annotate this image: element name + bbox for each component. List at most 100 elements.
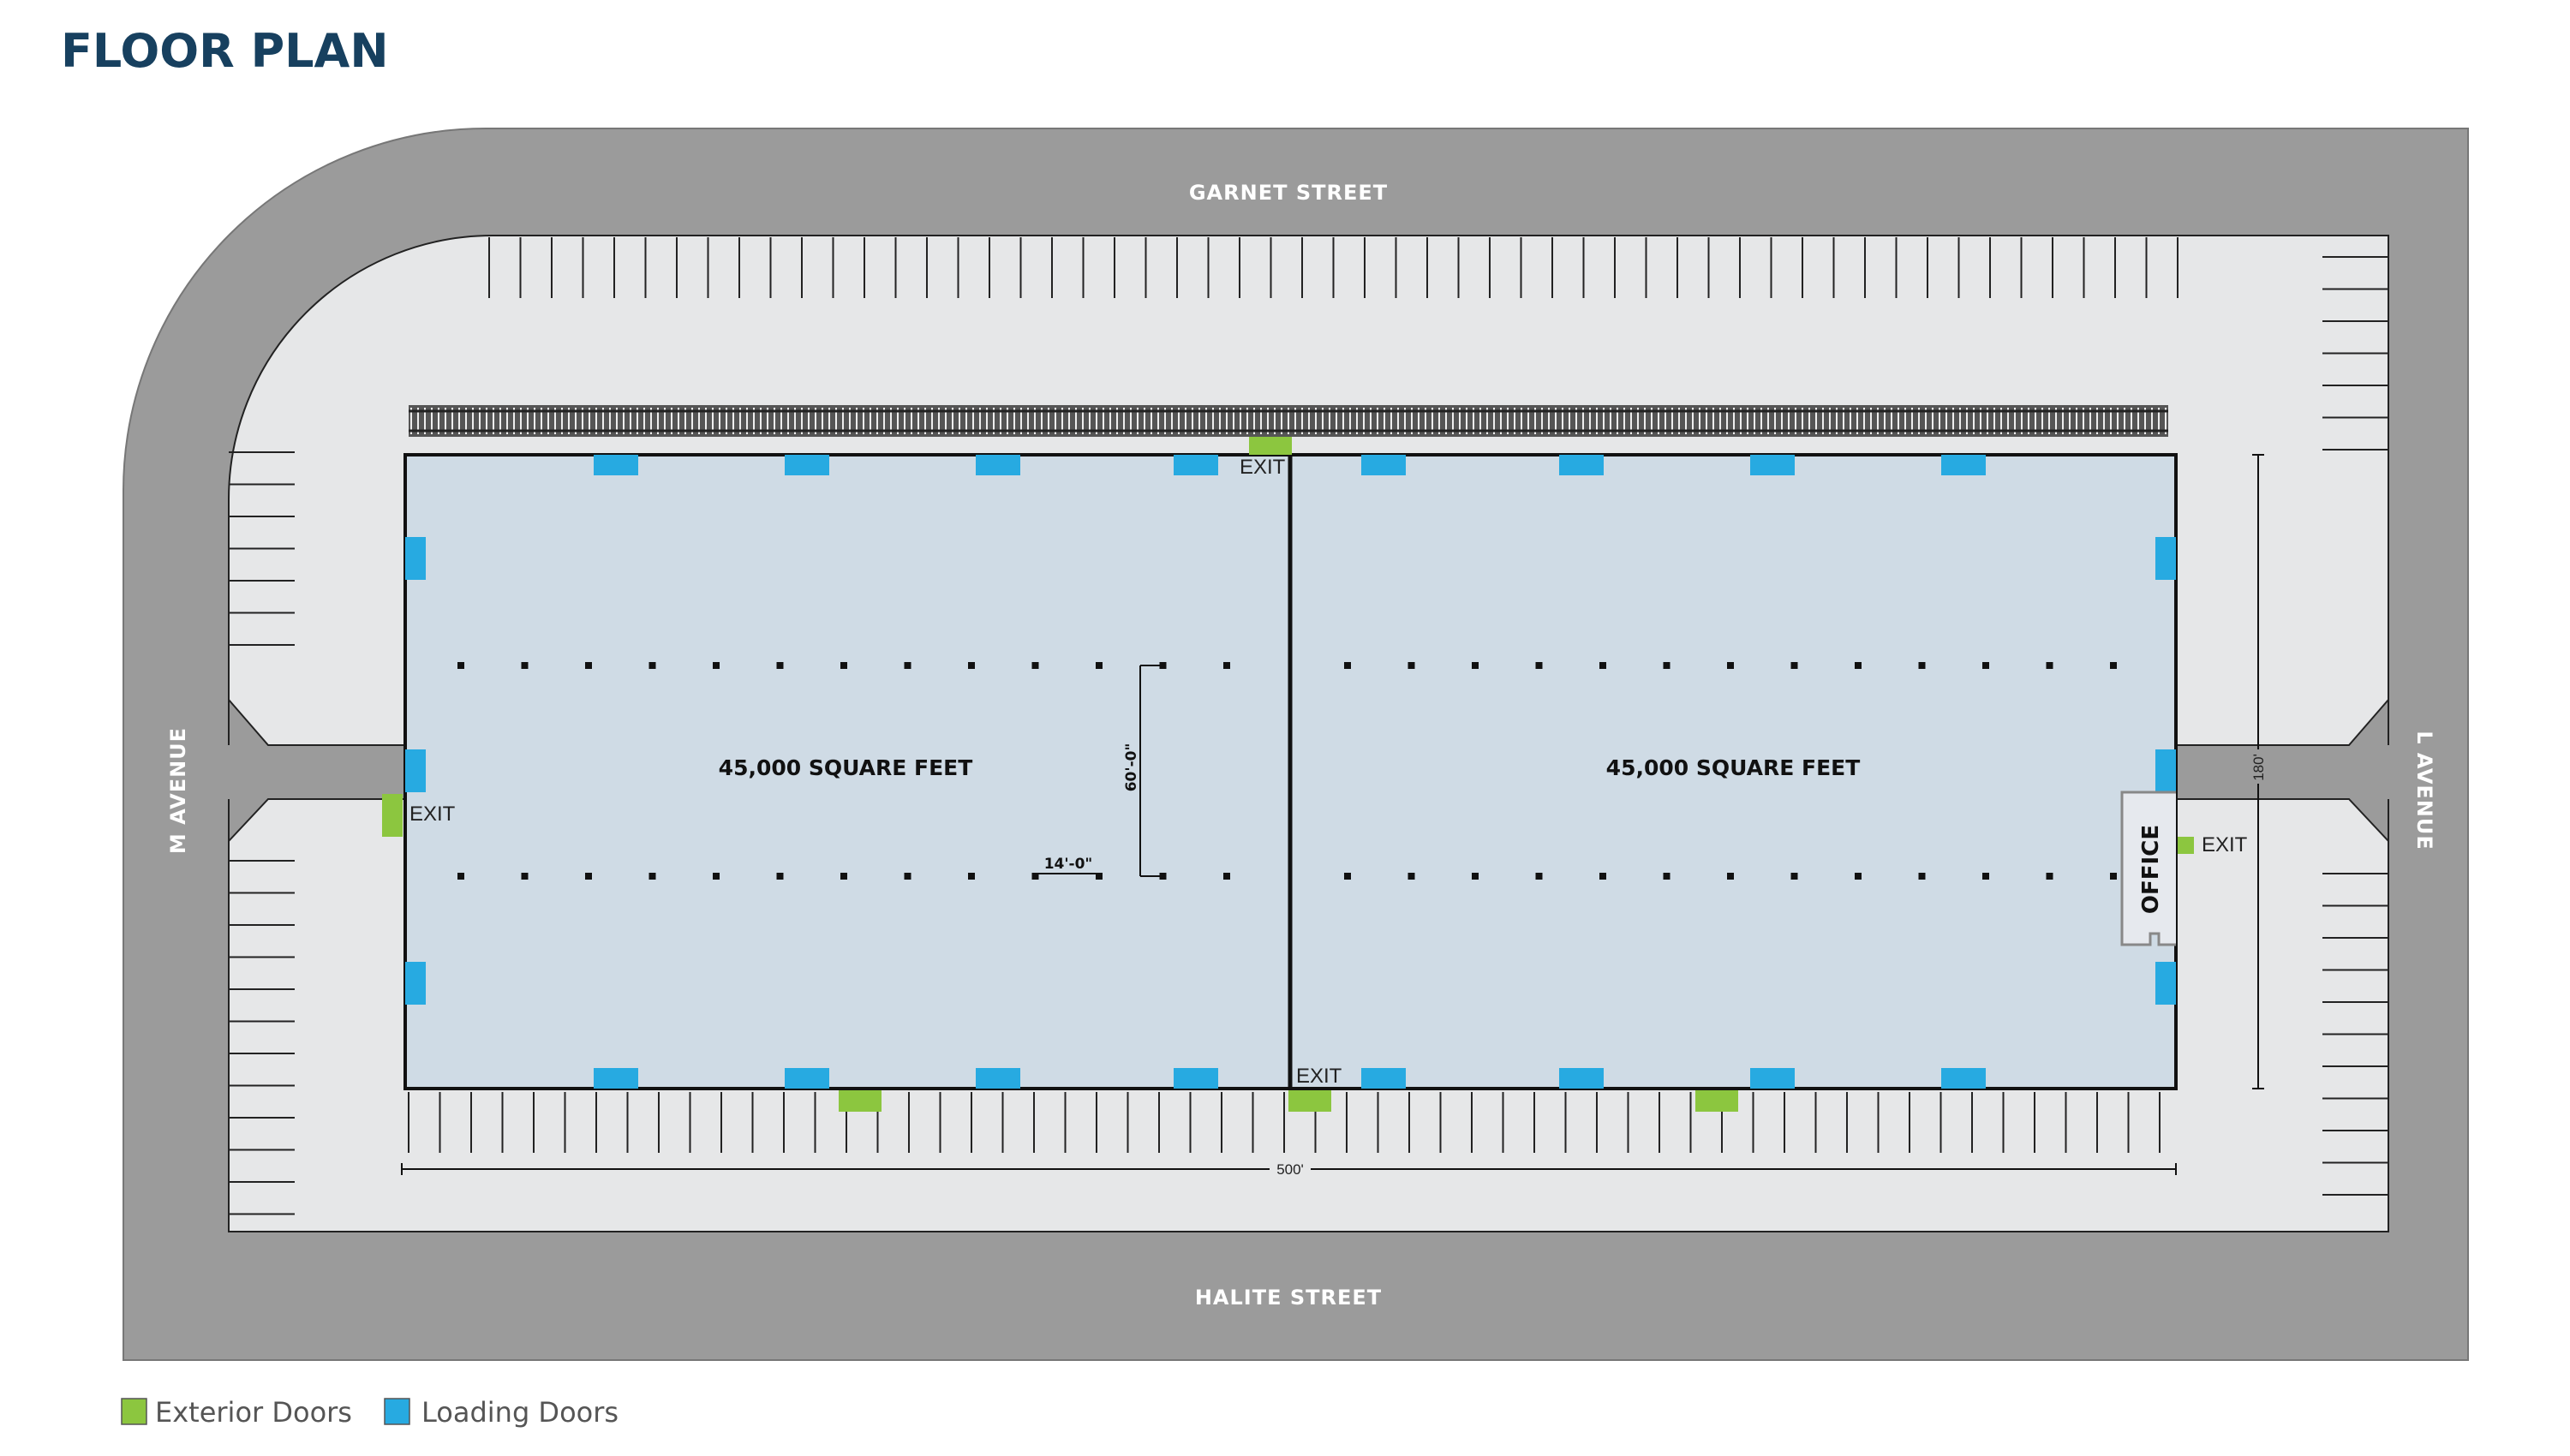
street-label-east: L AVENUE bbox=[2412, 731, 2436, 850]
column-marker bbox=[1408, 873, 1415, 880]
loading-door bbox=[1941, 1068, 1986, 1089]
column-marker bbox=[1344, 873, 1351, 880]
column-marker bbox=[2110, 662, 2117, 669]
column-marker bbox=[968, 873, 975, 880]
exit-label-south: EXIT bbox=[1296, 1065, 1342, 1088]
column-marker bbox=[585, 662, 592, 669]
street-label-north: GARNET STREET bbox=[1189, 181, 1388, 205]
loading-door bbox=[785, 1068, 829, 1089]
column-marker bbox=[1472, 662, 1479, 669]
column-marker bbox=[1663, 873, 1670, 880]
column-marker bbox=[1727, 662, 1734, 669]
loading-door bbox=[976, 1068, 1020, 1089]
column-marker bbox=[1535, 873, 1543, 880]
column-marker bbox=[1727, 873, 1734, 880]
loading-door bbox=[405, 749, 426, 792]
legend-swatch-exterior bbox=[121, 1398, 147, 1425]
loading-door bbox=[1174, 455, 1218, 475]
office-label: OFFICE bbox=[2138, 825, 2164, 914]
column-marker bbox=[1790, 662, 1798, 669]
column-marker bbox=[1535, 662, 1543, 669]
street-label-south: HALITE STREET bbox=[1195, 1286, 1382, 1310]
column-marker bbox=[2046, 873, 2053, 880]
office-room[interactable] bbox=[2120, 791, 2176, 946]
parking-stall-lines bbox=[229, 237, 2388, 1215]
loading-door bbox=[405, 537, 426, 580]
legend-label-loading: Loading Doors bbox=[421, 1396, 619, 1429]
exterior-door bbox=[1695, 1090, 1738, 1112]
loading-door bbox=[1750, 455, 1795, 475]
column-marker bbox=[1663, 662, 1670, 669]
column-marker bbox=[1096, 662, 1103, 669]
dimension-depth: 180' bbox=[2250, 754, 2267, 781]
loading-door bbox=[1174, 1068, 1218, 1089]
column-marker bbox=[1855, 662, 1862, 669]
loading-door bbox=[976, 455, 1020, 475]
column-marker bbox=[1599, 873, 1606, 880]
unit-east-area: 45,000 SQUARE FEET bbox=[1606, 755, 1861, 780]
street-label-west: M AVENUE bbox=[166, 727, 190, 854]
loading-door bbox=[785, 455, 829, 475]
loading-door bbox=[1941, 455, 1986, 475]
building-unit-east[interactable] bbox=[1290, 455, 2176, 1089]
column-marker bbox=[1223, 873, 1230, 880]
exit-label-west: EXIT bbox=[409, 803, 456, 826]
column-marker bbox=[1982, 873, 1989, 880]
column-marker bbox=[648, 873, 656, 880]
column-marker bbox=[1344, 662, 1351, 669]
doors bbox=[382, 437, 2194, 1112]
legend: Exterior Doors Loading Doors bbox=[121, 1396, 619, 1429]
column-marker bbox=[713, 662, 720, 669]
column-marker bbox=[776, 662, 784, 669]
column-marker bbox=[1790, 873, 1798, 880]
dimension-length: 500' bbox=[1276, 1161, 1304, 1178]
loading-door bbox=[594, 1068, 638, 1089]
column-marker bbox=[1031, 873, 1039, 880]
loading-door bbox=[2155, 537, 2176, 580]
rail-spur bbox=[409, 405, 2168, 437]
loading-door bbox=[2155, 962, 2176, 1005]
column-marker bbox=[1918, 873, 1926, 880]
loading-door bbox=[1361, 1068, 1406, 1089]
column-marker bbox=[1472, 873, 1479, 880]
dimension-column-spacing: 14'-0" bbox=[1044, 856, 1093, 873]
exterior-door bbox=[839, 1090, 882, 1112]
exit-label-north: EXIT bbox=[1240, 456, 1286, 479]
column-marker bbox=[2110, 873, 2117, 880]
column-marker bbox=[2046, 662, 2053, 669]
exterior-door bbox=[1288, 1090, 1331, 1112]
column-marker bbox=[585, 873, 592, 880]
column-marker bbox=[776, 873, 784, 880]
building-unit-west[interactable] bbox=[405, 455, 1290, 1089]
exterior-door bbox=[382, 794, 403, 837]
column-marker bbox=[968, 662, 975, 669]
exterior-door bbox=[2178, 837, 2194, 854]
legend-label-exterior: Exterior Doors bbox=[155, 1396, 352, 1429]
column-marker bbox=[1223, 662, 1230, 669]
unit-west-area: 45,000 SQUARE FEET bbox=[719, 755, 973, 780]
column-marker bbox=[904, 873, 911, 880]
dimension-bay-depth: 60'-0" bbox=[1123, 743, 1140, 792]
column-marker bbox=[1855, 873, 1862, 880]
loading-door bbox=[594, 455, 638, 475]
legend-swatch-loading bbox=[384, 1398, 410, 1425]
column-grid bbox=[457, 662, 2117, 880]
exterior-door bbox=[1249, 437, 1292, 455]
column-marker bbox=[1031, 662, 1039, 669]
loading-door bbox=[2155, 749, 2176, 792]
column-marker bbox=[840, 662, 847, 669]
exit-label-east: EXIT bbox=[2202, 833, 2248, 856]
column-marker bbox=[521, 873, 529, 880]
column-marker bbox=[840, 873, 847, 880]
page-title: FLOOR PLAN bbox=[61, 24, 389, 78]
column-marker bbox=[1096, 873, 1103, 880]
loading-door bbox=[1559, 1068, 1604, 1089]
column-marker bbox=[1408, 662, 1415, 669]
column-marker bbox=[457, 873, 464, 880]
column-marker bbox=[457, 662, 464, 669]
loading-door bbox=[1750, 1068, 1795, 1089]
column-marker bbox=[1982, 662, 1989, 669]
column-marker bbox=[1918, 662, 1926, 669]
column-marker bbox=[521, 662, 529, 669]
